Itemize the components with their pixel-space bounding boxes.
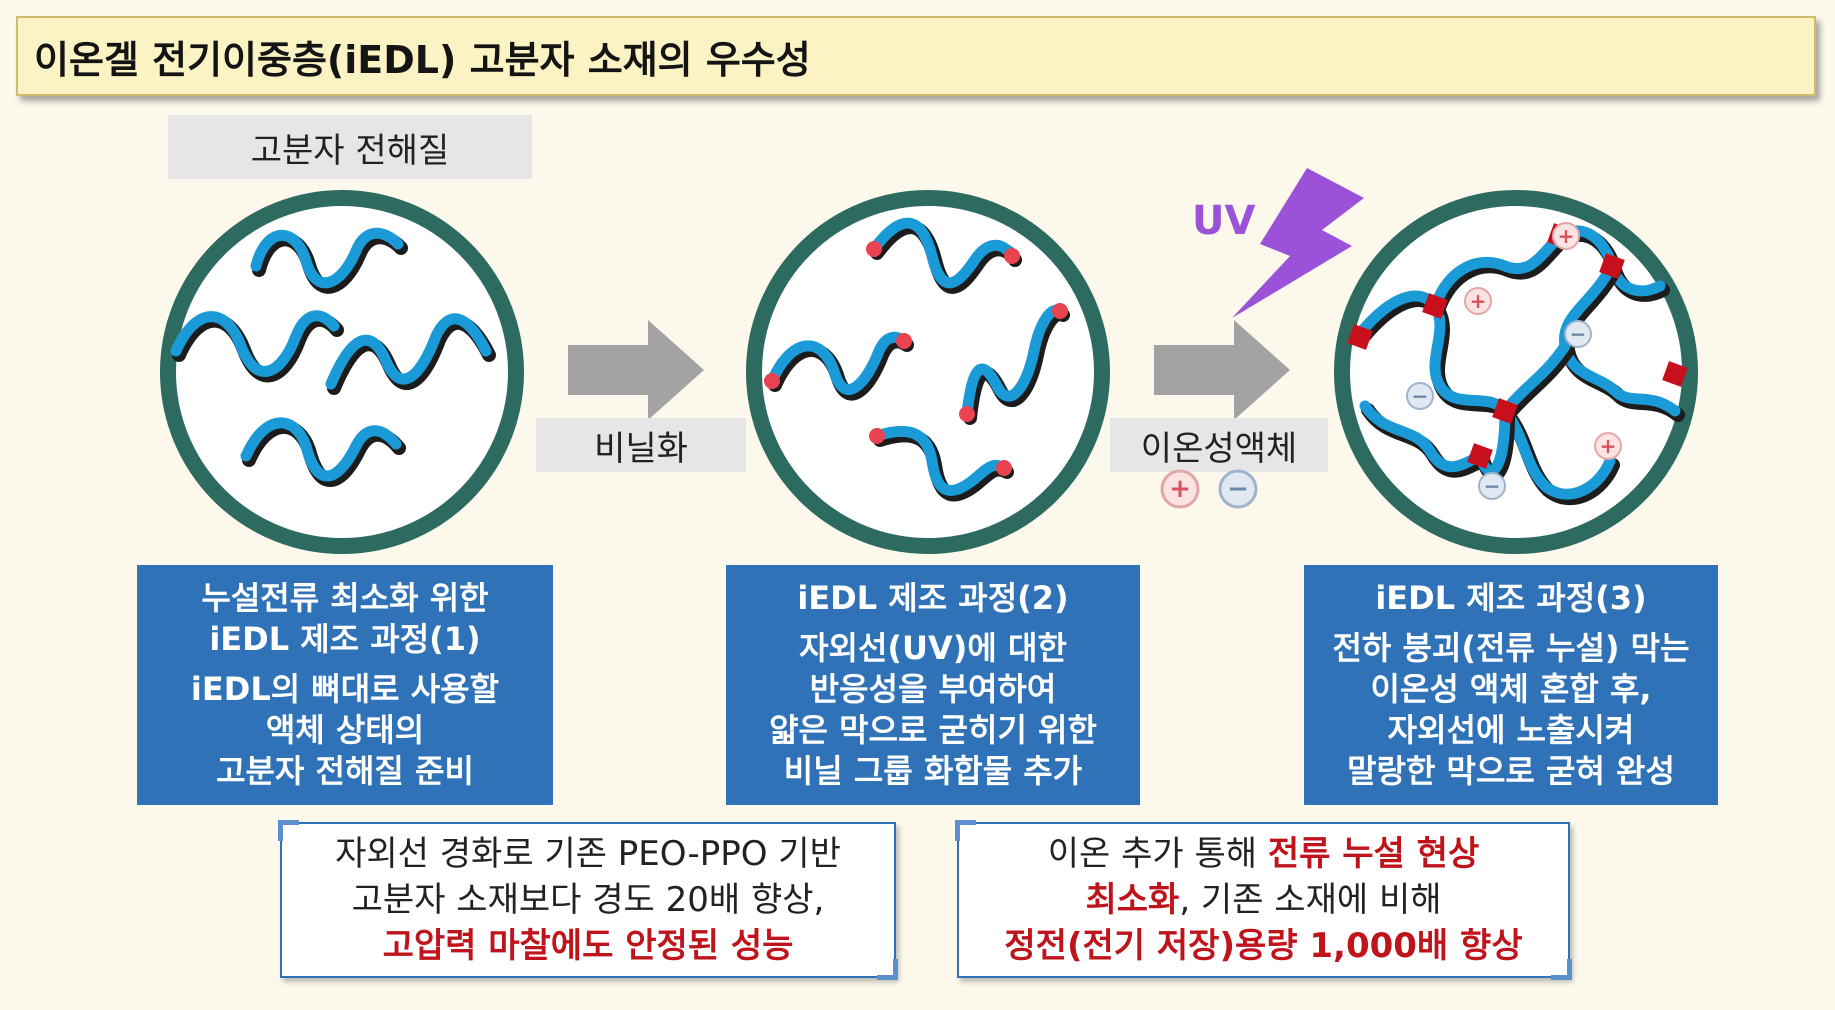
cation-icon: +	[1552, 222, 1580, 250]
svg-text:+: +	[1558, 224, 1575, 248]
polymer-chain-group	[170, 227, 496, 487]
vinyl-end-group	[1052, 303, 1068, 319]
step-box-1: 누설전류 최소화 위한 iEDL 제조 과정(1) iEDL의 뼈대로 사용할 …	[137, 565, 553, 805]
anion-icon: −	[1478, 472, 1506, 500]
note-right-line-1: 이온 추가 통해 전류 누설 현상	[959, 831, 1568, 877]
vinyl-end-group	[1004, 248, 1020, 264]
polymer-chain	[961, 304, 1066, 420]
anion-icon: −	[1564, 320, 1592, 348]
cation-icon: +	[1464, 287, 1492, 315]
step-3-body-line: 이온성 액체 혼합 후,	[1370, 670, 1652, 708]
note-left-line: 고분자 소재보다 경도 20배 향상,	[351, 880, 825, 920]
network-chain	[1359, 400, 1486, 473]
vinyl-end-group	[866, 241, 882, 257]
polymer-chain	[868, 217, 1018, 289]
step-2-heading-line: iEDL 제조 과정(2)	[797, 579, 1069, 617]
page-title: 이온겔 전기이중층(iEDL) 고분자 소재의 우수성	[34, 37, 811, 82]
vinyl-end-group	[896, 333, 912, 349]
circle-crosslinked-iongel: + + + − − −	[1334, 190, 1698, 554]
label-vinylation: 비닐화	[536, 418, 746, 472]
polymer-chain	[170, 310, 340, 377]
crosslink-node	[1467, 443, 1493, 469]
uv-label: UV	[1192, 198, 1256, 244]
network-chain	[1558, 260, 1681, 417]
process-arrow-1	[568, 320, 704, 420]
polymer-chain	[325, 313, 492, 390]
circle-ring	[746, 190, 1110, 554]
circle-polymer-electrolyte	[160, 190, 524, 554]
step-1-body-line: iEDL의 뼈대로 사용할	[190, 670, 500, 708]
note-right-text: 이온 추가 통해	[1047, 834, 1268, 874]
vinyl-end-group	[764, 373, 780, 389]
note-box-hardness: 자외선 경화로 기존 PEO-PPO 기반 고분자 소재보다 경도 20배 향상…	[278, 820, 898, 980]
crosslink-node	[1599, 253, 1625, 279]
svg-text:−: −	[1570, 322, 1587, 346]
crosslink-node	[1662, 361, 1688, 387]
note-right-highlight: 정전(전기 저장)용량 1,000배 향상	[1004, 926, 1523, 966]
polymer-chain	[250, 227, 404, 289]
network-chain	[1352, 290, 1616, 500]
label-polymer-electrolyte: 고분자 전해질	[168, 115, 532, 179]
step-2-body-line: 비닐 그룹 화합물 추가	[783, 752, 1083, 790]
crosslink-node	[1347, 324, 1373, 350]
note-box-capacitance: 이온 추가 통해 전류 누설 현상 최소화, 기존 소재에 비해 정전(전기 저…	[955, 820, 1572, 980]
cation-icon	[1160, 469, 1200, 509]
circle-ring	[1334, 190, 1698, 554]
step-box-2: iEDL 제조 과정(2) 자외선(UV)에 대한 반응성을 부여하여 얇은 막…	[726, 565, 1140, 805]
uv-lightning-icon	[1232, 168, 1364, 318]
note-right-text: , 기존 소재에 비해	[1179, 880, 1442, 920]
label-ionic-liquid: 이온성액체	[1110, 418, 1328, 472]
step-1-body-line: 고분자 전해질 준비	[216, 752, 474, 790]
svg-text:+: +	[1470, 289, 1487, 313]
cation-icon: +	[1594, 432, 1622, 460]
step-3-heading-line: iEDL 제조 과정(3)	[1375, 579, 1647, 617]
note-right-highlight: 전류 누설 현상	[1267, 834, 1480, 874]
ion-markers: + + + − − −	[1406, 222, 1622, 500]
plus-sign: +	[1169, 474, 1191, 504]
anion-icon	[1218, 469, 1258, 509]
note-right-highlight: 최소화	[1085, 880, 1180, 920]
crosslink-node	[1422, 293, 1448, 319]
vinyl-end-group	[959, 406, 975, 422]
step-3-body-line: 전하 붕괴(전류 누설) 막는	[1332, 629, 1690, 667]
circle-vinylated-polymer	[746, 190, 1110, 554]
note-right-line-2: 최소화, 기존 소재에 비해	[959, 877, 1568, 923]
step-1-body-line: 액체 상태의	[265, 711, 425, 749]
step-1-heading-line: iEDL 제조 과정(1)	[209, 620, 481, 658]
polymer-chain	[240, 417, 402, 482]
step-2-body-line: 반응성을 부여하여	[809, 670, 1057, 708]
vinyl-end-group	[869, 428, 885, 444]
vinyl-end-group	[996, 460, 1012, 476]
svg-text:+: +	[1600, 434, 1617, 458]
note-left-highlight: 고압력 마찰에도 안정된 성능	[382, 926, 794, 966]
crosslink-node	[1492, 398, 1518, 424]
polymer-chain	[766, 331, 910, 395]
title-bar: 이온겔 전기이중층(iEDL) 고분자 소재의 우수성	[16, 16, 1816, 96]
step-1-heading-line: 누설전류 최소화 위한	[201, 579, 489, 617]
note-left-line: 자외선 경화로 기존 PEO-PPO 기반	[335, 834, 841, 874]
step-3-body-line: 말랑한 막으로 굳혀 완성	[1347, 752, 1675, 790]
svg-text:−: −	[1484, 474, 1501, 498]
ion-symbols: + −	[1160, 469, 1258, 509]
step-3-body-line: 자외선에 노출시켜	[1387, 711, 1635, 749]
svg-text:−: −	[1412, 384, 1429, 408]
process-arrow-2	[1154, 320, 1290, 420]
crosslink-nodes	[1347, 223, 1688, 469]
step-box-3: iEDL 제조 과정(3) 전하 붕괴(전류 누설) 막는 이온성 액체 혼합 …	[1304, 565, 1718, 805]
anion-icon: −	[1406, 382, 1434, 410]
minus-sign: −	[1227, 474, 1249, 504]
vinyl-end-groups	[764, 241, 1068, 476]
step-2-body-line: 자외선(UV)에 대한	[799, 629, 1067, 667]
polymer-chain	[871, 425, 1010, 496]
polymer-chain-group	[766, 217, 1070, 502]
step-2-body-line: 얇은 막으로 굳히기 위한	[769, 711, 1097, 749]
